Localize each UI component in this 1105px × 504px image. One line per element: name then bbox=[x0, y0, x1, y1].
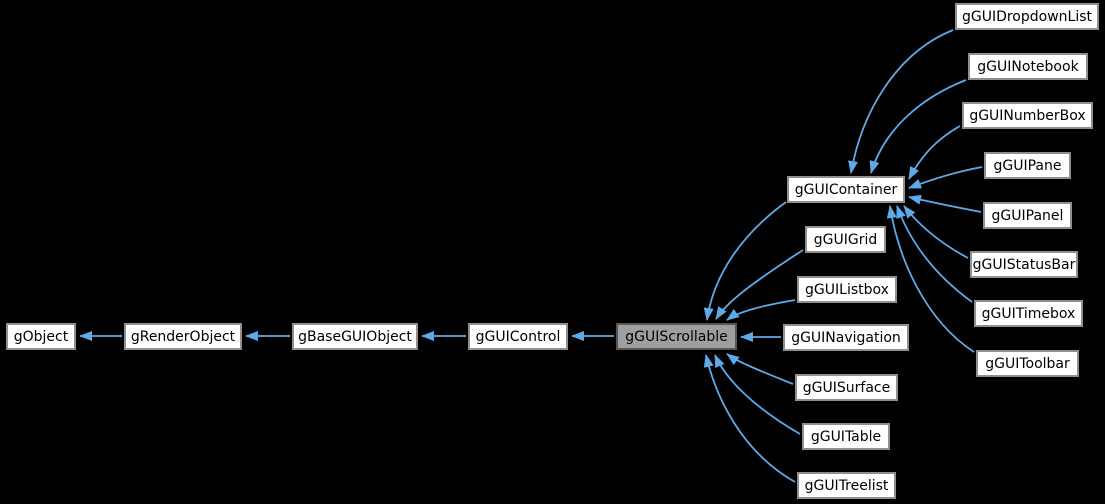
class-node-gBaseGUIObject[interactable]: gBaseGUIObject bbox=[292, 323, 418, 350]
class-node-label: gObject bbox=[13, 328, 69, 345]
class-node-label: gGUIContainer bbox=[794, 181, 898, 198]
inheritance-arrow-gGUIContainer-to-gGUIScrollable bbox=[703, 201, 787, 321]
inheritance-arrow-gGUIPane-to-gGUIContainer bbox=[908, 166, 983, 189]
inheritance-arrow-gGUIToolbar-to-gGUIContainer bbox=[886, 205, 975, 353]
inheritance-arrow-gGUIPanel-to-gGUIContainer bbox=[908, 194, 982, 213]
class-node-gGUIControl[interactable]: gGUIControl bbox=[468, 323, 568, 350]
class-node-label: gGUINavigation bbox=[791, 329, 901, 346]
class-node-gObject[interactable]: gObject bbox=[6, 323, 76, 350]
inheritance-arrow-gGUISurface-to-gGUIScrollable bbox=[726, 353, 794, 385]
inheritance-arrow-gGUITreelist-to-gGUIScrollable bbox=[703, 354, 796, 483]
class-node-label: gGUIListbox bbox=[805, 281, 889, 298]
class-node-label: gGUIDropdownList bbox=[961, 8, 1093, 25]
class-node-gGUIDropdownList[interactable]: gGUIDropdownList bbox=[955, 3, 1099, 30]
class-node-gGUIScrollable[interactable]: gGUIScrollable bbox=[616, 323, 737, 350]
class-node-gGUIPanel[interactable]: gGUIPanel bbox=[983, 202, 1072, 229]
class-node-label: gBaseGUIObject bbox=[298, 328, 412, 345]
inheritance-arrow-gGUITable-to-gGUIScrollable bbox=[714, 354, 801, 435]
class-node-gGUIGrid[interactable]: gGUIGrid bbox=[805, 226, 886, 253]
class-node-label: gGUINumberBox bbox=[969, 107, 1086, 124]
class-node-gGUINotebook[interactable]: gGUINotebook bbox=[968, 53, 1088, 80]
inheritance-arrow-gGUIStatusBar-to-gGUIContainer bbox=[903, 205, 969, 259]
inheritance-edges bbox=[79, 29, 983, 483]
class-node-label: gGUIGrid bbox=[813, 231, 878, 248]
class-node-gGUIPane[interactable]: gGUIPane bbox=[984, 152, 1071, 179]
class-node-gGUITimebox[interactable]: gGUITimebox bbox=[974, 300, 1083, 327]
class-node-label: gGUINotebook bbox=[977, 58, 1079, 75]
class-node-label: gGUITreelist bbox=[804, 477, 889, 494]
class-node-gGUIListbox[interactable]: gGUIListbox bbox=[797, 276, 897, 303]
inheritance-arrow-gGUINotebook-to-gGUIContainer bbox=[869, 79, 967, 174]
class-node-gGUISurface[interactable]: gGUISurface bbox=[795, 374, 898, 401]
inheritance-arrow-gGUIGrid-to-gGUIScrollable bbox=[715, 249, 804, 320]
class-node-label: gGUIPanel bbox=[991, 207, 1064, 224]
class-node-gRenderObject[interactable]: gRenderObject bbox=[124, 323, 242, 350]
inheritance-arrow-gGUITimebox-to-gGUIContainer bbox=[896, 205, 973, 303]
class-node-label: gGUITimebox bbox=[981, 305, 1076, 322]
inheritance-arrow-gGUIDropdownList-to-gGUIContainer bbox=[848, 29, 954, 174]
class-node-label: gGUIToolbar bbox=[985, 355, 1070, 372]
class-node-gGUIStatusBar[interactable]: gGUIStatusBar bbox=[970, 251, 1078, 278]
class-node-label: gGUISurface bbox=[802, 379, 891, 396]
class-node-label: gGUIScrollable bbox=[625, 328, 728, 345]
class-node-label: gGUIStatusBar bbox=[972, 256, 1076, 273]
class-node-gGUITable[interactable]: gGUITable bbox=[802, 423, 890, 450]
inheritance-arrow-gGUINumberBox-to-gGUIContainer bbox=[908, 125, 961, 180]
class-node-gGUIContainer[interactable]: gGUIContainer bbox=[787, 176, 905, 203]
class-node-gGUINumberBox[interactable]: gGUINumberBox bbox=[962, 102, 1093, 129]
class-node-gGUIToolbar[interactable]: gGUIToolbar bbox=[976, 350, 1079, 377]
inheritance-arrow-gGUIListbox-to-gGUIScrollable bbox=[726, 299, 796, 321]
class-node-gGUITreelist[interactable]: gGUITreelist bbox=[797, 472, 896, 499]
class-node-gGUINavigation[interactable]: gGUINavigation bbox=[783, 324, 909, 351]
class-node-label: gGUIPane bbox=[993, 157, 1062, 174]
class-node-label: gGUITable bbox=[810, 428, 882, 445]
class-node-label: gRenderObject bbox=[130, 328, 236, 345]
class-node-label: gGUIControl bbox=[475, 328, 561, 345]
